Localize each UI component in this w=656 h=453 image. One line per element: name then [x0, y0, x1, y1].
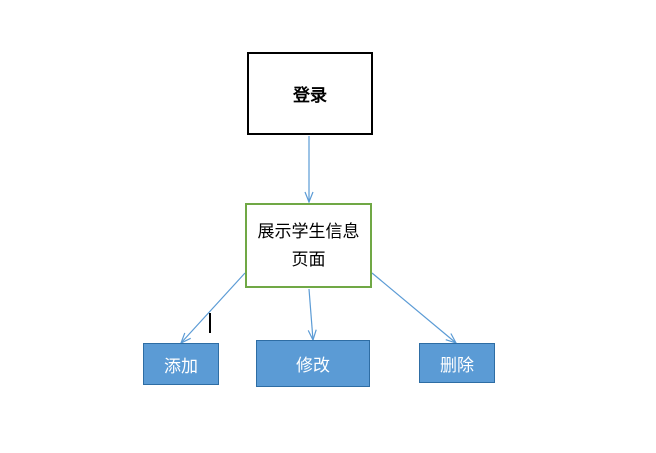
arrow-main-to-edit: [309, 288, 313, 340]
text-cursor: [209, 313, 211, 333]
delete-node-label: 删除: [440, 355, 474, 376]
add-node[interactable]: 添加: [143, 343, 219, 385]
edit-node[interactable]: 修改: [256, 340, 370, 387]
login-node-label: 登录: [293, 86, 327, 106]
student-info-page-node[interactable]: 展示学生信息页面: [245, 203, 372, 288]
delete-node[interactable]: 删除: [419, 343, 495, 383]
arrow-main-to-add: [181, 272, 246, 343]
edit-node-label: 修改: [296, 356, 330, 376]
add-node-label: 添加: [164, 356, 198, 377]
student-info-page-node-label: 展示学生信息页面: [257, 221, 360, 270]
arrow-main-to-delete: [371, 272, 456, 343]
login-node[interactable]: 登录: [247, 52, 373, 135]
